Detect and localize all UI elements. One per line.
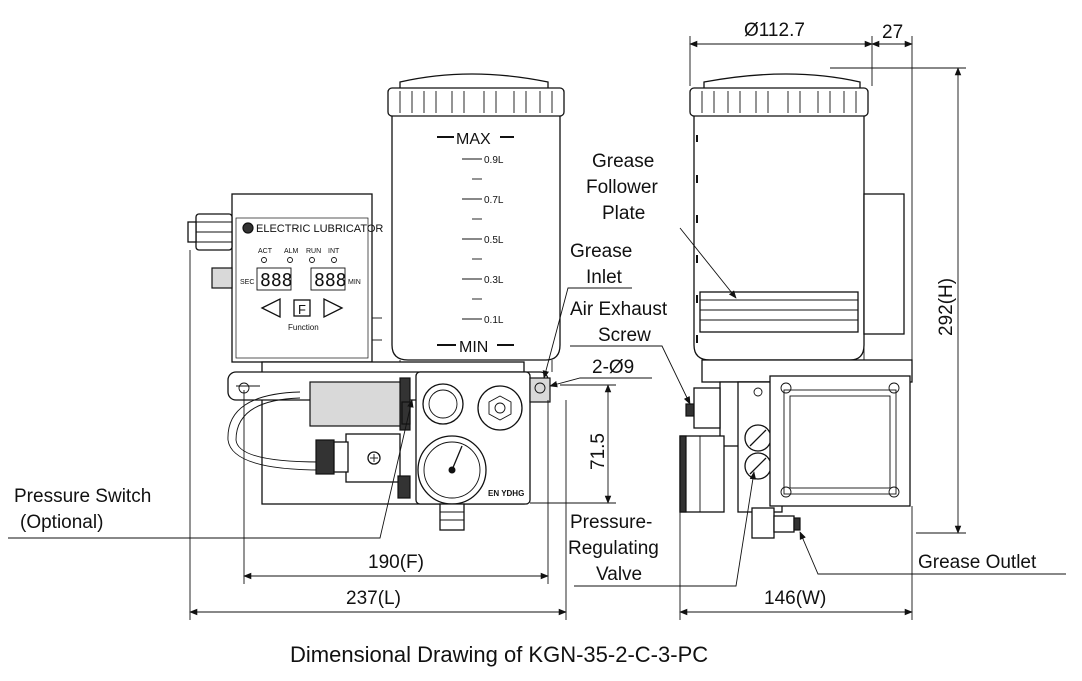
panel-min-label: MIN <box>348 279 361 286</box>
dim-length: 237(L) <box>346 588 401 609</box>
label-valve-line3: Valve <box>596 564 642 585</box>
label-follower-line3: Plate <box>602 203 645 224</box>
side-view <box>679 73 913 539</box>
level-0-7: 0.7L <box>484 195 504 206</box>
label-air-line2: Screw <box>598 325 651 346</box>
front-reservoir: MAX MIN 0.9L 0.7L 0.5L 0.3L 0.1L <box>391 116 561 372</box>
panel-right-display: 888 <box>314 270 347 291</box>
label-valve-line2: Regulating <box>568 538 659 559</box>
function-key: F <box>298 302 306 317</box>
side-reservoir-lid <box>689 73 869 117</box>
label-switch-line2: (Optional) <box>20 512 103 533</box>
front-view: MAX MIN 0.9L 0.7L 0.5L 0.3L 0.1L <box>187 73 565 531</box>
label-mount-holes: 2-Ø9 <box>592 357 634 378</box>
terminal-box <box>769 375 911 507</box>
label-switch-line1: Pressure Switch <box>14 486 151 507</box>
up-arrow-key-icon <box>323 297 344 319</box>
dim-offset: 27 <box>882 22 903 43</box>
dim-mount-pitch: 190(F) <box>368 552 424 573</box>
dim-width: 146(W) <box>764 588 826 609</box>
indicator-int: INT <box>328 248 340 255</box>
control-panel: ELECTRIC LUBRICATOR ACT ALM RUN INT SEC … <box>231 193 383 363</box>
dimensions: Ø112.7 27 292(H) 71.5 190(F) 237(L) 146(… <box>189 20 966 620</box>
down-arrow-key-icon <box>260 297 281 319</box>
panel-left-display: 888 <box>260 270 293 291</box>
drawing-title: Dimensional Drawing of KGN-35-2-C-3-PC <box>290 642 708 667</box>
cable-gland <box>187 213 233 289</box>
indicator-alm: ALM <box>284 248 299 255</box>
dim-mount-height: 71.5 <box>588 433 609 470</box>
label-follower-line1: Grease <box>592 151 654 172</box>
panel-brand: ELECTRIC LUBRICATOR <box>256 223 383 235</box>
label-outlet: Grease Outlet <box>918 552 1037 573</box>
side-reservoir <box>693 116 905 361</box>
label-inlet-line1: Grease <box>570 241 632 262</box>
pump-marking: EN YDHG <box>488 489 524 498</box>
follower-plate <box>699 291 859 333</box>
level-0-1: 0.1L <box>484 315 504 326</box>
dim-height: 292(H) <box>936 278 957 336</box>
side-base <box>679 359 913 539</box>
indicator-run: RUN <box>306 248 321 255</box>
level-0-5: 0.5L <box>484 235 504 246</box>
max-label: MAX <box>456 131 491 148</box>
panel-sec-label: SEC <box>240 279 254 286</box>
function-label: Function <box>288 323 319 332</box>
front-base: EN YDHG <box>227 361 551 531</box>
label-air-line1: Air Exhaust <box>570 299 668 320</box>
min-label: MIN <box>459 339 488 356</box>
level-0-3: 0.3L <box>484 275 504 286</box>
label-inlet-line2: Inlet <box>586 267 623 288</box>
front-reservoir-lid <box>387 73 565 117</box>
brand-logo-icon <box>242 222 254 234</box>
dim-diameter: Ø112.7 <box>744 20 805 41</box>
level-0-9: 0.9L <box>484 155 504 166</box>
label-valve-line1: Pressure- <box>570 512 652 533</box>
callouts: Grease Follower Plate Grease Inlet Air E… <box>8 151 1066 587</box>
indicator-act: ACT <box>258 248 273 255</box>
label-follower-line2: Follower <box>586 177 658 198</box>
